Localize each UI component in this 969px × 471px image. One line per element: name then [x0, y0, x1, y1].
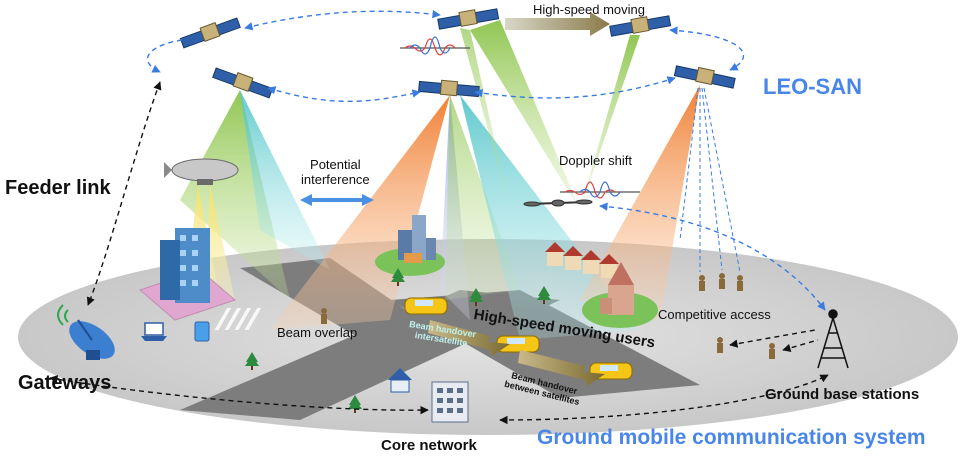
feeder-link-label: Feeder link	[5, 177, 111, 199]
doppler-shift-label: Doppler shift	[559, 153, 632, 168]
high-speed-moving-label: High-speed moving	[533, 2, 646, 17]
potential-interference-label: Potential interference	[301, 157, 370, 187]
tablet-icon	[194, 321, 210, 342]
satellite-icon	[609, 15, 672, 37]
beam-overlap-label: Beam overlap	[277, 325, 358, 340]
satellite-icon	[418, 79, 480, 98]
gateway-building	[139, 228, 236, 321]
access-beams	[679, 87, 741, 273]
ground-mobile-system-label: Ground mobile communication system	[537, 426, 926, 449]
competitive-access-label: Competitive access	[658, 307, 771, 322]
core-network-label: Core network	[381, 437, 477, 454]
satellite-icon	[179, 17, 241, 49]
satellite-icon	[212, 67, 274, 99]
satellite-icon	[673, 65, 736, 89]
orbit-links	[146, 9, 826, 311]
waveform-doppler	[560, 181, 640, 199]
ground-network-links	[49, 329, 829, 425]
satellite-icon	[437, 8, 500, 30]
satellite-beams	[180, 20, 700, 340]
satellites	[179, 8, 736, 99]
high-speed-arrow	[505, 12, 610, 36]
core-network-building	[431, 381, 469, 423]
interference-arrow	[300, 194, 374, 206]
trees	[245, 268, 551, 413]
uav-icon	[523, 199, 593, 207]
laptop-icon	[141, 322, 167, 341]
ground-base-stations-label: Ground base stations	[765, 386, 920, 403]
city-block	[375, 215, 445, 276]
satellite-dish-icon	[57, 304, 115, 360]
leo-san-label: LEO-SAN	[763, 74, 862, 99]
gateways-label: Gateways	[18, 372, 112, 394]
base-station-tower-icon	[817, 309, 849, 369]
feeder-link-line	[86, 81, 162, 306]
airship-icon	[164, 158, 239, 185]
waveform-top	[400, 36, 470, 56]
